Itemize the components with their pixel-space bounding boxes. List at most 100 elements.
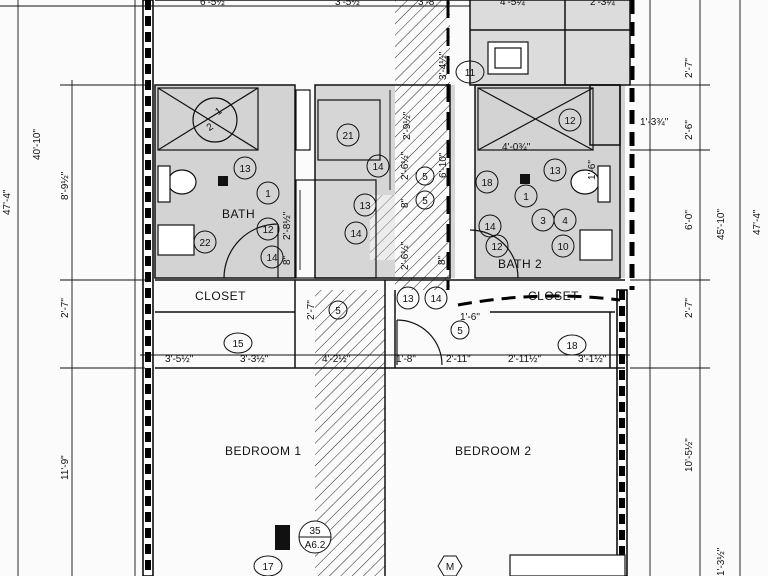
dim-right-105: 10'-5½" — [684, 438, 695, 472]
svg-text:11: 11 — [465, 68, 476, 79]
tag-12c: 12 — [485, 234, 509, 258]
tag-1b: 1 — [514, 184, 538, 208]
svg-text:13: 13 — [402, 294, 414, 305]
tag-M: M — [437, 555, 463, 576]
tag-18b: 18 — [557, 334, 587, 356]
svg-text:M: M — [446, 562, 454, 573]
fixtures — [157, 41, 626, 576]
tag-14b: 14 — [366, 154, 390, 178]
svg-text:17: 17 — [262, 562, 274, 573]
interior-walls — [154, 0, 631, 576]
tag-5d: 5 — [450, 320, 470, 340]
door-swing-bedroom2 — [396, 319, 443, 366]
tag-4: 4 — [553, 208, 577, 232]
fan-symbol-right — [520, 174, 530, 184]
svg-text:15: 15 — [232, 339, 244, 350]
tag-13b: 13 — [353, 193, 377, 217]
tub-hall — [317, 99, 381, 161]
shower-right — [477, 87, 594, 151]
svg-text:21: 21 — [342, 131, 354, 142]
tag-17: 17 — [253, 555, 283, 576]
svg-text:14: 14 — [430, 294, 442, 305]
dim-right-27a: 2'-7" — [684, 58, 695, 78]
svg-text:5: 5 — [422, 172, 428, 183]
tag-18: 18 — [475, 170, 499, 194]
svg-text:13: 13 — [549, 166, 561, 177]
svg-text:14: 14 — [350, 229, 362, 240]
dim-mid-29a: 2'-9½" — [402, 111, 413, 140]
dim-closet-16: 1'-6" — [460, 312, 480, 323]
dim-v-610: 6'-10" — [438, 152, 449, 178]
dim-right-60: 6'-0" — [684, 210, 695, 230]
dim-mid-8b: 8" — [400, 198, 411, 208]
dim-top-e: 2'-3¼" — [590, 0, 619, 8]
dim-bot-c: 4'-2½" — [322, 354, 351, 365]
tag-12b: 12 — [558, 108, 582, 132]
svg-text:5: 5 — [422, 196, 428, 207]
dim-bath2-width: 4'-0¾" — [502, 142, 531, 153]
svg-text:14: 14 — [372, 162, 384, 173]
room-label-bath2: BATH 2 — [498, 257, 542, 271]
dim-v-340: 3'-4½" — [438, 51, 449, 80]
tag-5a: 5 — [415, 166, 435, 186]
svg-text:35: 35 — [309, 526, 321, 537]
bottom-right-box — [509, 554, 626, 576]
hall-closet — [295, 179, 377, 279]
tag-5c: 5 — [328, 300, 348, 320]
svg-text:14: 14 — [484, 222, 496, 233]
dim-right-47: 47'-4" — [752, 209, 763, 235]
svg-text:5: 5 — [457, 326, 463, 337]
svg-text:1: 1 — [523, 192, 529, 203]
dim-right-13: 1'-3½" — [716, 547, 727, 576]
dim-right-134: 1'-3¾" — [640, 117, 669, 128]
fixture-tags: 13 1 12 14 22 21 14 13 14 5 5 11 12 18 1… — [193, 60, 587, 576]
dim-top-a: 6'-5½" — [200, 0, 229, 8]
svg-text:1: 1 — [213, 105, 224, 117]
svg-text:13: 13 — [239, 164, 251, 175]
dim-left-11: 11'-9" — [60, 455, 71, 480]
tag-13d: 13 — [396, 286, 420, 310]
svg-text:18: 18 — [566, 341, 578, 352]
tag-14a: 14 — [260, 245, 284, 269]
toilet-left — [167, 169, 197, 195]
door-swing-bath — [223, 223, 279, 279]
dimension-lines — [0, 0, 741, 576]
dim-mid-26: 2'-6½" — [400, 151, 411, 180]
dim-bot-g: 3'-1½" — [578, 354, 607, 365]
exterior-wall-right — [616, 0, 635, 576]
tag-14c: 14 — [344, 221, 368, 245]
tag-21: 21 — [336, 123, 360, 147]
sink-right — [579, 229, 613, 261]
svg-text:1: 1 — [265, 189, 271, 200]
room-label-bedroom2: BEDROOM 2 — [455, 444, 532, 458]
tag-12a: 12 — [256, 217, 280, 241]
dim-mid-8a: 8" — [282, 255, 293, 265]
tag-1a: 1 — [256, 181, 280, 205]
svg-text:10: 10 — [557, 242, 569, 253]
dim-bot-e: 2'-11" — [446, 354, 471, 365]
closet-dashed-line — [457, 294, 621, 307]
tag-13a: 13 — [233, 156, 257, 180]
dim-right-27b: 2'-7" — [684, 298, 695, 318]
dim-right-45: 45'-10" — [716, 209, 727, 240]
fan-symbol-left — [218, 176, 228, 186]
dim-left-27: 2'-7" — [60, 298, 71, 318]
svg-text:14: 14 — [266, 253, 278, 264]
dim-v-16: 1'-6" — [587, 160, 598, 180]
svg-text:13: 13 — [359, 201, 371, 212]
dim-right-26: 2'-6" — [684, 120, 695, 140]
tag-22: 22 — [193, 230, 217, 254]
svg-text:18: 18 — [481, 178, 493, 189]
dim-mid-8c: 8" — [437, 255, 448, 265]
svg-text:5: 5 — [335, 306, 341, 317]
tag-10: 10 — [551, 234, 575, 258]
dim-bot-b: 3'-3½" — [240, 354, 269, 365]
tag-5b: 5 — [415, 190, 435, 210]
dim-bot-f: 2'-11½" — [508, 354, 542, 365]
dim-top-b: 3'-5½" — [335, 0, 364, 8]
dim-left-40: 40'-10" — [32, 129, 43, 160]
exterior-wall-left — [142, 0, 154, 576]
door-swing-bath2 — [469, 229, 519, 279]
